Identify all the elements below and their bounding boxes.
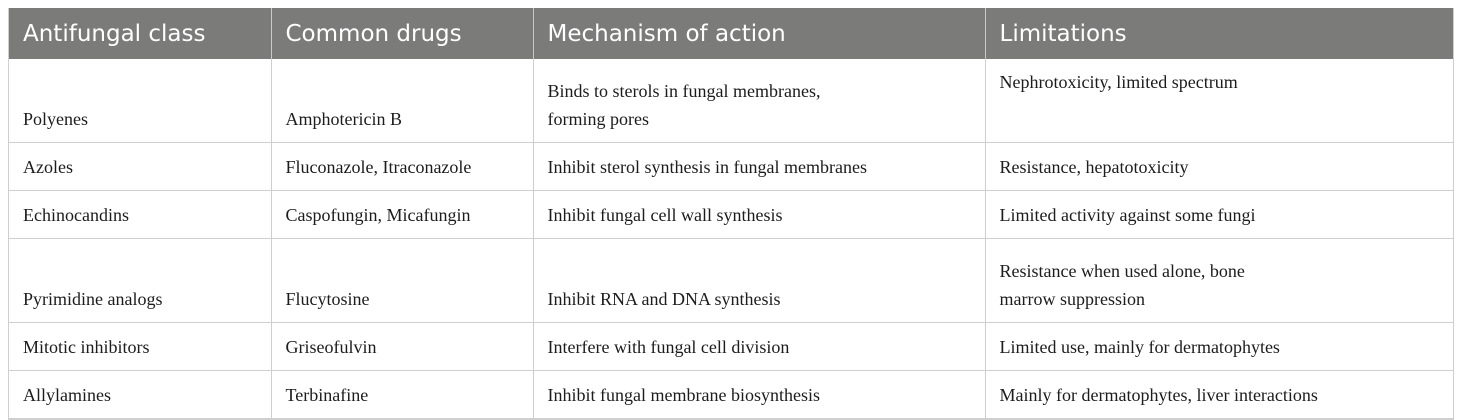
table-row: Echinocandins Caspofungin, Micafungin In… xyxy=(9,190,1453,239)
class-text: Pyrimidine analogs xyxy=(23,289,163,309)
cell-limitations: Nephrotoxicity, limited spectrum xyxy=(985,59,1453,143)
table-row: Azoles Fluconazole, Itraconazole Inhibit… xyxy=(9,142,1453,191)
cell-mechanism: Interfere with fungal cell division xyxy=(533,322,986,371)
limitations-line: Resistance when used alone, bone xyxy=(999,261,1245,281)
cell-class: Pyrimidine analogs xyxy=(9,238,272,323)
header-antifungal-class: Antifungal class xyxy=(9,8,272,59)
mechanism-line: Binds to sterols in fungal membranes, xyxy=(547,81,821,101)
table-row: Polyenes Amphotericin B Binds to sterols… xyxy=(9,59,1453,143)
limitations-line: Limited activity against some fungi xyxy=(999,204,1256,225)
cell-limitations: Mainly for dermatophytes, liver interact… xyxy=(985,370,1453,419)
antifungal-table-container: Antifungal class Common drugs Mechanism … xyxy=(8,8,1454,420)
drugs-text: Griseofulvin xyxy=(285,336,377,357)
drugs-text: Terbinafine xyxy=(285,384,369,405)
cell-drugs: Griseofulvin xyxy=(271,322,534,371)
limitations-line: Limited use, mainly for dermatophytes xyxy=(999,336,1280,357)
class-text: Allylamines xyxy=(23,384,111,405)
mechanism-line: Inhibit RNA and DNA synthesis xyxy=(547,289,781,309)
cell-drugs: Fluconazole, Itraconazole xyxy=(271,142,534,191)
table-row: Pyrimidine analogs Flucytosine Inhibit R… xyxy=(9,238,1453,323)
cell-mechanism: Binds to sterols in fungal membranes, fo… xyxy=(533,59,986,143)
table-row: Allylamines Terbinafine Inhibit fungal m… xyxy=(9,370,1453,419)
limitations-line: Mainly for dermatophytes, liver interact… xyxy=(999,384,1318,405)
cell-class: Mitotic inhibitors xyxy=(9,322,272,371)
cell-drugs: Terbinafine xyxy=(271,370,534,419)
mechanism-line: Inhibit sterol synthesis in fungal membr… xyxy=(547,156,867,177)
cell-mechanism: Inhibit fungal membrane biosynthesis xyxy=(533,370,986,419)
class-text: Echinocandins xyxy=(23,204,129,225)
cell-drugs: Amphotericin B xyxy=(271,59,534,143)
header-mechanism-of-action: Mechanism of action xyxy=(533,8,986,59)
class-text: Azoles xyxy=(23,156,73,177)
table-header-row: Antifungal class Common drugs Mechanism … xyxy=(9,8,1453,59)
mechanism-line: Inhibit fungal cell wall synthesis xyxy=(547,204,783,225)
cell-class: Polyenes xyxy=(9,59,272,143)
cell-limitations: Limited activity against some fungi xyxy=(985,190,1453,239)
cell-limitations: Resistance, hepatotoxicity xyxy=(985,142,1453,191)
mechanism-line: Interfere with fungal cell division xyxy=(547,336,790,357)
cell-class: Allylamines xyxy=(9,370,272,419)
limitations-line: marrow suppression xyxy=(999,289,1145,309)
class-text: Polyenes xyxy=(23,109,88,129)
cell-mechanism: Inhibit sterol synthesis in fungal membr… xyxy=(533,142,986,191)
antifungal-table: Antifungal class Common drugs Mechanism … xyxy=(9,8,1453,419)
drugs-text: Amphotericin B xyxy=(285,109,402,129)
class-text: Mitotic inhibitors xyxy=(23,336,150,357)
header-limitations: Limitations xyxy=(985,8,1453,59)
cell-limitations: Limited use, mainly for dermatophytes xyxy=(985,322,1453,371)
cell-drugs: Caspofungin, Micafungin xyxy=(271,190,534,239)
cell-mechanism: Inhibit fungal cell wall synthesis xyxy=(533,190,986,239)
cell-class: Azoles xyxy=(9,142,272,191)
cell-class: Echinocandins xyxy=(9,190,272,239)
cell-limitations: Resistance when used alone, bone marrow … xyxy=(985,238,1453,323)
limitations-line: Resistance, hepatotoxicity xyxy=(999,156,1189,177)
drugs-text: Fluconazole, Itraconazole xyxy=(285,156,472,177)
drugs-text: Caspofungin, Micafungin xyxy=(285,204,471,225)
mechanism-line: forming pores xyxy=(547,109,649,129)
limitations-line: Nephrotoxicity, limited spectrum xyxy=(999,72,1238,92)
table-row: Mitotic inhibitors Griseofulvin Interfer… xyxy=(9,322,1453,371)
drugs-text: Flucytosine xyxy=(285,289,370,309)
header-common-drugs: Common drugs xyxy=(271,8,534,59)
cell-mechanism: Inhibit RNA and DNA synthesis xyxy=(533,238,986,323)
mechanism-line: Inhibit fungal membrane biosynthesis xyxy=(547,384,820,405)
cell-drugs: Flucytosine xyxy=(271,238,534,323)
